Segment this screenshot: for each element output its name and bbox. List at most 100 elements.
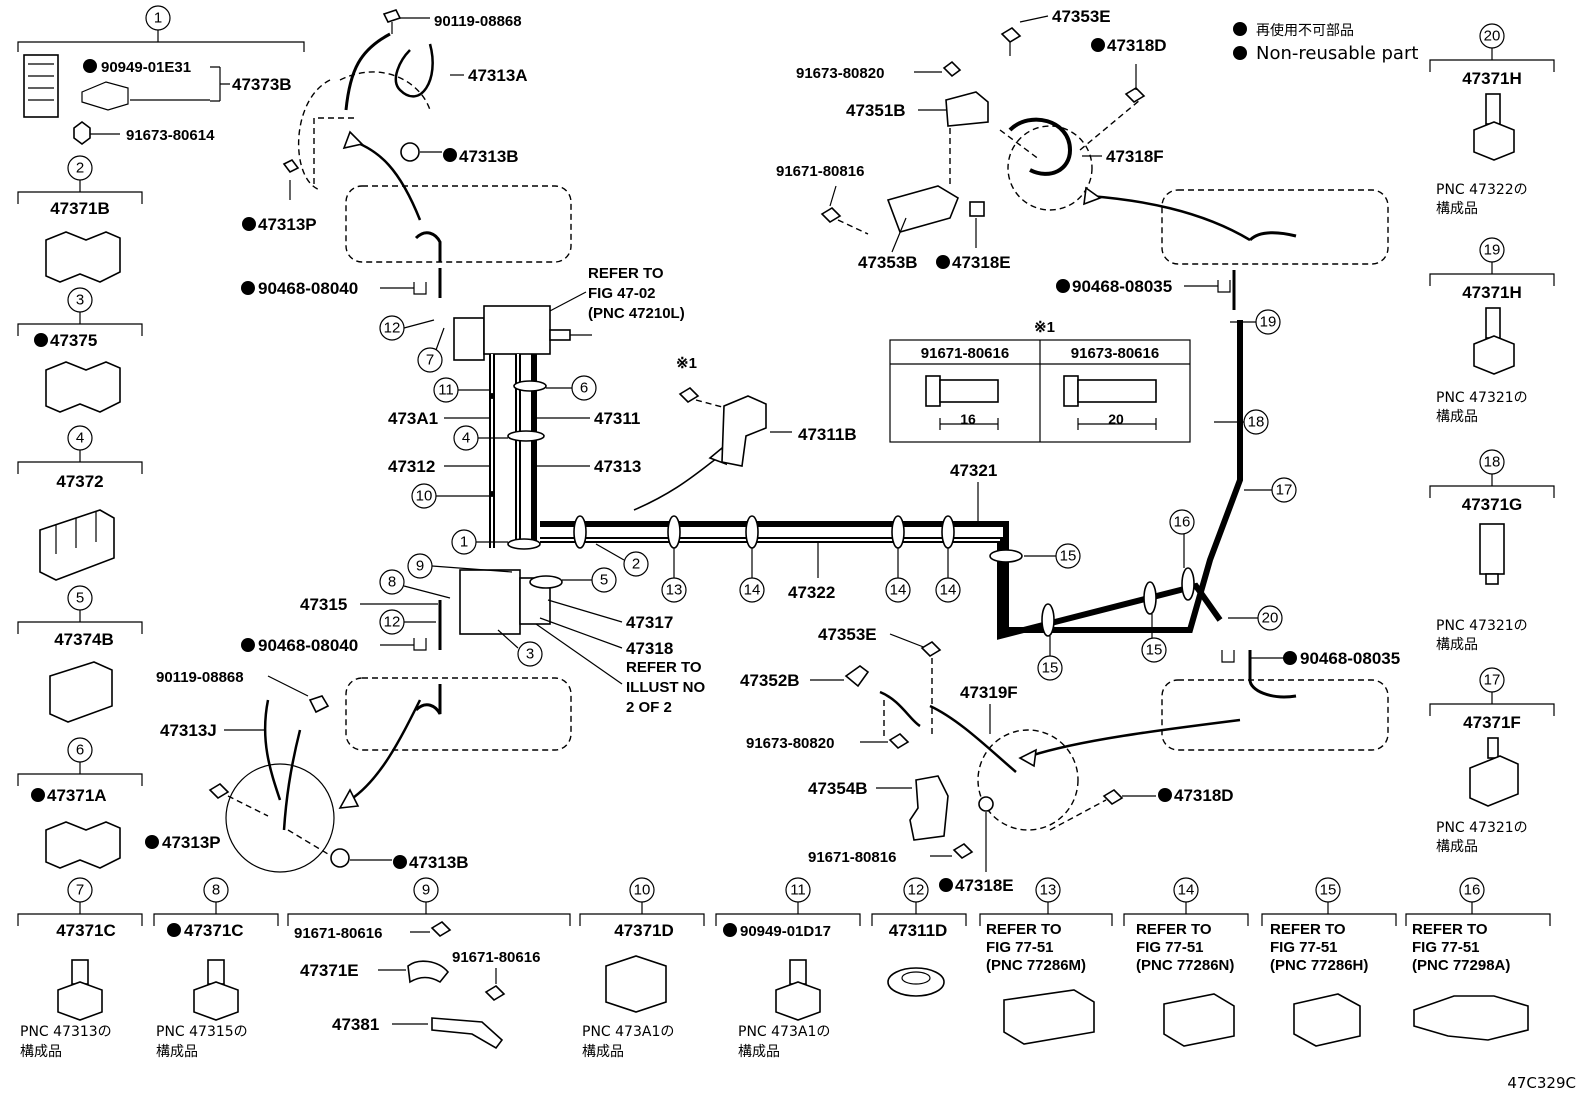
callout-5: 5 <box>600 572 608 589</box>
clip-47371h-20-icon <box>1473 93 1515 161</box>
part-47318e-top: 47318E <box>952 253 1011 272</box>
clamp-47371a-icon <box>45 821 121 869</box>
grommet-icon <box>887 967 945 997</box>
part-47318f: 47318F <box>1106 147 1164 166</box>
part-47313p-top: 47313P <box>258 215 317 234</box>
part-47315: 47315 <box>300 595 347 614</box>
part-47311b: 47311B <box>798 425 857 444</box>
part-47371g: 47371G <box>1462 495 1523 514</box>
part-47313j: 47313J <box>160 721 217 740</box>
refer-label-1: REFER TO <box>588 265 664 282</box>
item-number-4: 4 <box>76 430 84 447</box>
part-47318: 47318 <box>626 639 673 658</box>
part-47371h-20: 47371H <box>1462 69 1522 88</box>
note-8-2: 構成品 <box>156 1044 198 1060</box>
note-10-1: PNC 473A1の <box>582 1024 674 1040</box>
item-number-9: 9 <box>422 882 430 899</box>
clip-47371c-8-icon <box>193 959 239 1021</box>
callout-9: 9 <box>416 558 424 575</box>
callout-20: 20 <box>1262 610 1279 627</box>
detail-bottom-left: 90119-08868 47313J 47313P 47313B <box>145 669 572 873</box>
item-number-7: 7 <box>76 882 84 899</box>
ref-13-1: REFER TO <box>986 921 1062 938</box>
part-47351b: 47351B <box>846 101 906 120</box>
callout-11: 11 <box>438 382 454 399</box>
part-47317: 47317 <box>626 613 673 632</box>
clip-47371f-icon <box>1469 737 1519 807</box>
part-47372: 47372 <box>56 472 103 491</box>
item-number-6: 6 <box>76 742 84 759</box>
part-473a1: 473A1 <box>388 409 438 428</box>
table-col2: 91673-80616 <box>1071 345 1159 362</box>
note-17-2: 構成品 <box>1436 839 1478 855</box>
clamp-13-icon <box>1003 989 1095 1045</box>
ref-14-1: REFER TO <box>1136 921 1212 938</box>
dim-16: 16 <box>960 411 976 427</box>
part-91673-80820-top: 91673-80820 <box>796 65 884 82</box>
callout-16: 16 <box>1174 514 1191 531</box>
ref-14-2: FIG 77-51 <box>1136 939 1204 956</box>
item-number-19: 19 <box>1484 242 1501 259</box>
part-91673-80820-bot: 91673-80820 <box>746 735 834 752</box>
note-18-2: 構成品 <box>1436 637 1478 653</box>
note-19-1: PNC 47321の <box>1436 390 1528 406</box>
callout-14-a: 14 <box>744 582 761 599</box>
item-number-20: 20 <box>1484 28 1501 45</box>
callout-7: 7 <box>426 352 434 369</box>
note-18-1: PNC 47321の <box>1436 618 1528 634</box>
part-90949-01d17: 90949-01D17 <box>740 923 831 940</box>
right-column-parts: 20 47371H PNC 47322の 構成品 19 47371H PNC 4… <box>1429 23 1555 855</box>
note-11-2: 構成品 <box>738 1044 780 1060</box>
callout-14-c: 14 <box>940 582 957 599</box>
part-47353e-bot: 47353E <box>818 625 877 644</box>
item-number-17: 17 <box>1484 672 1501 689</box>
detail-top-right: 47353E 47318D 91673-80820 47351B 47318F … <box>776 7 1389 310</box>
part-47373b: 47373B <box>232 75 292 94</box>
part-90468-08040-a: 90468-08040 <box>258 279 358 298</box>
part-91671-80616-a: 91671-80616 <box>294 925 382 942</box>
part-90468-08035-d: 90468-08035 <box>1300 649 1400 668</box>
clip-47371h-19-icon <box>1473 307 1515 375</box>
callout-19: 19 <box>1260 314 1277 331</box>
part-47371h-19: 47371H <box>1462 283 1522 302</box>
part-47375: 47375 <box>50 331 97 350</box>
part-47371c-8: 47371C <box>184 921 244 940</box>
clamp-47372-icon <box>39 509 115 581</box>
callout-15-c: 15 <box>1146 642 1163 659</box>
ref-16-2: FIG 77-51 <box>1412 939 1480 956</box>
detail-bottom-right: 47353E 47352B 47319F 91673-80820 47354B … <box>740 625 1400 895</box>
item-number-5: 5 <box>76 590 84 607</box>
note-11-1: PNC 473A1の <box>738 1024 830 1040</box>
part-47371f: 47371F <box>1463 713 1521 732</box>
callout-6: 6 <box>580 380 588 397</box>
clip-47371d-icon <box>605 955 667 1013</box>
part-47354b: 47354B <box>808 779 868 798</box>
note-8-1: PNC 47315の <box>156 1024 248 1040</box>
callout-10: 10 <box>416 488 433 505</box>
legend: 再使用不可部品 Non-reusable part <box>1233 22 1418 64</box>
callout-17: 17 <box>1276 482 1293 499</box>
callout-2: 2 <box>632 556 640 573</box>
callout-4: 4 <box>462 430 470 447</box>
bolt-20-icon <box>1063 375 1157 430</box>
part-47313b-top: 47313B <box>459 147 519 166</box>
part-47381: 47381 <box>332 1015 379 1034</box>
item-number-8: 8 <box>212 882 220 899</box>
part-47318e-bot: 47318E <box>955 876 1014 895</box>
note-20-2: 構成品 <box>1436 201 1478 217</box>
callout-13: 13 <box>666 582 683 599</box>
table-col1: 91671-80616 <box>921 345 1009 362</box>
part-47318d-bot: 47318D <box>1174 786 1234 805</box>
part-90949-01e31: 90949-01E31 <box>101 59 191 76</box>
note-10-2: 構成品 <box>582 1044 624 1060</box>
callout-12-a: 12 <box>384 320 401 337</box>
part-47319f: 47319F <box>960 683 1018 702</box>
part-47371b: 47371B <box>50 199 110 218</box>
bolt-16-icon <box>925 375 999 430</box>
callout-3: 3 <box>526 646 534 663</box>
note-7-1: PNC 47313の <box>20 1024 112 1040</box>
item-number-16: 16 <box>1464 882 1481 899</box>
part-90468-08040-b: 90468-08040 <box>258 636 358 655</box>
part-47371d: 47371D <box>614 921 674 940</box>
ref-15-3: (PNC 77286H) <box>1270 957 1368 974</box>
